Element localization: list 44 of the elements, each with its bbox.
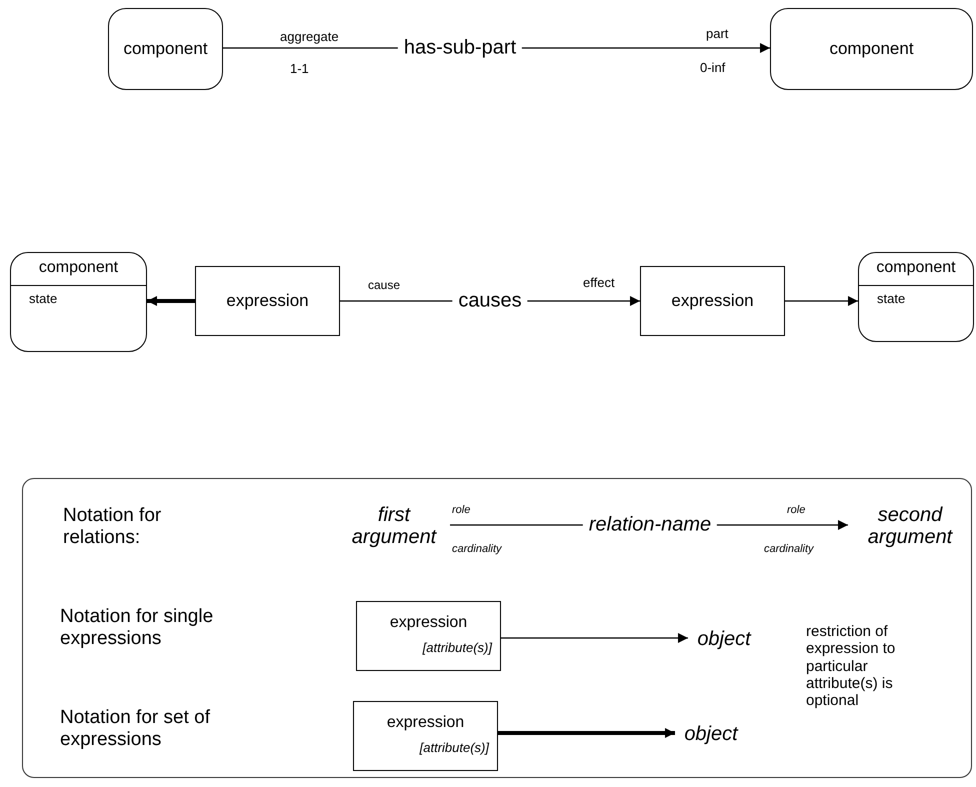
rounded-box — [770, 8, 973, 90]
node-text: object — [676, 721, 746, 747]
rectangle-box — [195, 266, 340, 336]
note-text: restriction of expression to particular attribute(s) is optional — [806, 623, 896, 710]
role-label: effect — [583, 276, 615, 291]
node-text: first argument — [337, 499, 451, 553]
notation-text: Notation for relations: — [63, 505, 162, 549]
role-label: role — [787, 504, 806, 517]
role-label: cause — [368, 279, 400, 293]
node-text: component — [38, 259, 120, 277]
node-text: component — [875, 259, 957, 277]
rectangle-box — [353, 701, 498, 771]
node-text: component — [829, 39, 914, 59]
rounded-box — [10, 252, 147, 352]
node-text: state — [29, 291, 58, 306]
cardinality-label: 1-1 — [290, 62, 309, 77]
node-text: expression — [226, 291, 309, 311]
thick-arrow — [147, 296, 195, 306]
role-label: role — [452, 504, 470, 517]
rectangle-box — [356, 601, 501, 671]
role-label: aggregate — [280, 30, 339, 45]
edge-label: has-sub-part — [398, 36, 522, 60]
rectangle-box — [640, 266, 785, 336]
arrow — [500, 633, 688, 643]
arrow — [785, 296, 858, 306]
rounded-box — [108, 8, 223, 90]
notation-text: Notation for set of expressions — [60, 707, 211, 751]
node-text: component — [123, 39, 208, 59]
node-text: expression — [388, 614, 468, 632]
notation-text: Notation for single expressions — [60, 606, 214, 650]
node-text: expression — [671, 291, 754, 311]
thick-arrow — [497, 728, 675, 738]
node-text: object — [689, 626, 759, 652]
node-text: state — [877, 291, 906, 306]
node-text: second argument — [849, 499, 971, 553]
attribute-text: [attribute(s)] — [422, 640, 492, 655]
rounded-box — [858, 252, 974, 342]
cardinality-label: 0-inf — [700, 61, 726, 76]
node-text: expression — [386, 714, 466, 732]
cardinality-label: cardinality — [452, 543, 502, 556]
role-label: part — [706, 27, 728, 42]
cardinality-label: cardinality — [764, 543, 814, 556]
attribute-text: [attribute(s)] — [420, 740, 489, 755]
panel-box — [22, 478, 972, 778]
